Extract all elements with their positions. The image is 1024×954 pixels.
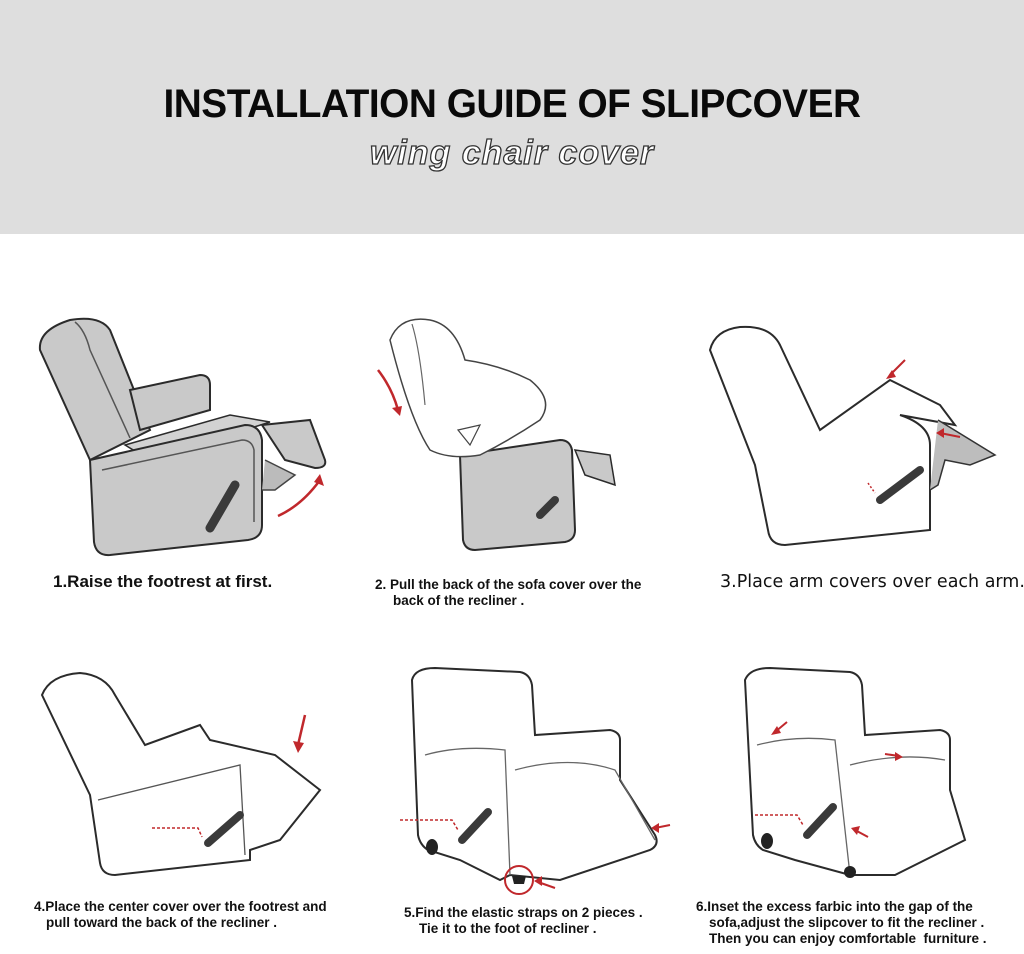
step-5-caption-line-2: Tie it to the foot of recliner . (419, 921, 597, 936)
lever-icon (205, 480, 240, 533)
step-1-illustration (30, 310, 340, 560)
caster-icon (426, 839, 438, 855)
page-title: INSTALLATION GUIDE OF SLIPCOVER (163, 82, 861, 126)
caster-icon (761, 833, 773, 849)
recliner-arm-cover-icon (708, 325, 997, 547)
step-6-caption-line-2: sofa,adjust the slipcover to fit the rec… (709, 915, 985, 930)
recliner-gray-icon (38, 317, 327, 557)
step-2-caption-line-2: back of the recliner . (393, 593, 525, 608)
header-banner: INSTALLATION GUIDE OF SLIPCOVER wing cha… (0, 0, 1024, 234)
step-4-caption-line-1: 4.Place the center cover over the footre… (34, 899, 327, 914)
lever-icon (876, 466, 924, 504)
lever-icon (458, 808, 492, 844)
lever-icon (803, 803, 837, 839)
step-3-illustration (700, 315, 1010, 555)
step-4-caption-line-2: pull toward the back of the recliner . (46, 915, 278, 930)
step-6-caption-line-3: Then you can enjoy comfortable furniture… (709, 931, 987, 946)
recliner-front-straps-icon (400, 666, 671, 895)
step-3-caption: 3.Place arm covers over each arm. (720, 572, 1024, 592)
step-4-illustration (30, 665, 340, 890)
step-2-illustration (370, 310, 620, 560)
curved-down-arrow-icon (377, 369, 400, 411)
page-subtitle: wing chair cover (369, 133, 655, 172)
circled-strap-icon (504, 865, 534, 895)
recliner-final-fit-icon (743, 666, 967, 878)
step-5-caption-line-1: 5.Find the elastic straps on 2 pieces . (404, 905, 643, 920)
curved-up-arrow-icon (277, 479, 322, 518)
down-arrow-icon (296, 714, 307, 746)
lever-icon (204, 811, 244, 847)
step-6-caption-line-1: 6.Inset the excess farbic into the gap o… (696, 899, 973, 914)
lever-icon (536, 496, 559, 519)
step-1-caption: 1.Raise the footrest at first. (53, 572, 273, 591)
step-5-illustration (400, 660, 680, 900)
recliner-back-cover-icon (377, 318, 616, 552)
recliner-center-cover-icon (40, 671, 322, 877)
step-6-illustration (735, 660, 967, 885)
step-2-caption-line-1: 2. Pull the back of the sofa cover over … (375, 577, 642, 592)
